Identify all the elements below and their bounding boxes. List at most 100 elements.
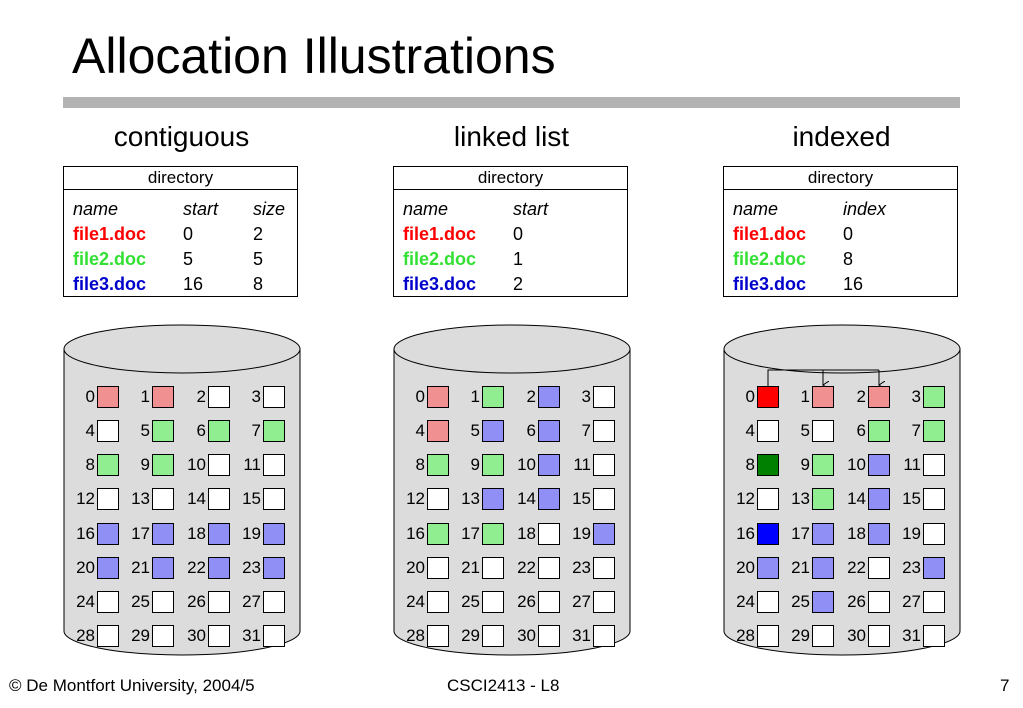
- block-number: 17: [791, 524, 810, 543]
- disk-block-empty: [208, 386, 230, 408]
- disk-block-empty: [97, 625, 119, 647]
- directory-value: 2: [513, 274, 524, 294]
- disk-block-empty: [757, 591, 779, 613]
- block-number: 12: [76, 489, 95, 508]
- disk-block-empty: [538, 625, 560, 647]
- block-number: 11: [243, 455, 261, 474]
- block-number: 24: [406, 592, 425, 611]
- disk-block-empty: [263, 386, 285, 408]
- disk-block-file3: [482, 420, 504, 442]
- disk-block-empty: [538, 591, 560, 613]
- block-number: 31: [902, 626, 921, 645]
- disk-block-empty: [208, 454, 230, 476]
- disk-block-empty: [427, 591, 449, 613]
- disk-top: [393, 324, 631, 374]
- disk-block-file3: [538, 420, 560, 442]
- block-number: 4: [85, 421, 95, 440]
- block-number: 28: [736, 626, 755, 645]
- block-number: 26: [847, 592, 866, 611]
- disk-block-file2: [263, 420, 285, 442]
- disk-block-empty: [208, 488, 230, 510]
- directory-value: 16: [843, 274, 864, 294]
- block-number: 13: [461, 489, 480, 508]
- block-number: 31: [242, 626, 261, 645]
- block-number: 12: [406, 489, 425, 508]
- disk-block-empty: [593, 591, 615, 613]
- file-name: file3.doc: [73, 274, 147, 294]
- block-number: 7: [581, 421, 591, 440]
- block-number: 30: [847, 626, 866, 645]
- block-number: 26: [517, 592, 536, 611]
- title-underline: [63, 97, 960, 108]
- block-number: 8: [745, 455, 755, 474]
- directory-value: 1: [513, 249, 524, 269]
- block-number: 25: [131, 592, 150, 611]
- disk-block-file1: [427, 420, 449, 442]
- disk-top: [63, 324, 301, 374]
- disk-block-file1: [812, 386, 834, 408]
- disk-block-empty: [427, 625, 449, 647]
- block-number: 16: [736, 524, 755, 543]
- disk-block-empty: [757, 625, 779, 647]
- block-number: 2: [196, 387, 206, 406]
- block-number: 3: [911, 387, 921, 406]
- disk-block-file3: [868, 488, 890, 510]
- block-number: 14: [517, 489, 536, 508]
- file-name: file1.doc: [733, 224, 807, 244]
- directory-title: directory: [64, 167, 297, 190]
- disk-block-file1: [97, 386, 119, 408]
- disk-block-file3: [538, 488, 560, 510]
- block-number: 7: [251, 421, 261, 440]
- block-number: 5: [140, 421, 150, 440]
- disk-block-file2: [923, 420, 945, 442]
- disk-block-empty: [482, 625, 504, 647]
- block-number: 16: [76, 524, 95, 543]
- file-name: file2.doc: [403, 249, 477, 269]
- block-number: 16: [406, 524, 425, 543]
- index-pointer-line: [767, 369, 879, 386]
- disk-block-empty: [482, 557, 504, 579]
- disk-top: [723, 324, 961, 374]
- block-number: 17: [131, 524, 150, 543]
- disk-body: [63, 348, 301, 656]
- block-number: 0: [745, 387, 755, 406]
- directory-value: 8: [843, 249, 854, 269]
- disk-block-file2: [923, 386, 945, 408]
- block-number: 9: [470, 455, 480, 474]
- disk-block-empty: [593, 488, 615, 510]
- disk-block-empty: [427, 488, 449, 510]
- block-number: 11: [903, 455, 921, 474]
- disk-block-file3: [812, 523, 834, 545]
- disk-block-empty: [812, 625, 834, 647]
- block-number: 21: [461, 558, 480, 577]
- disk-block-empty: [593, 386, 615, 408]
- block-number: 28: [406, 626, 425, 645]
- disk-block-empty: [208, 625, 230, 647]
- block-number: 23: [572, 558, 591, 577]
- column-header: size: [253, 199, 286, 219]
- disk-block-file3: [757, 557, 779, 579]
- disk-block-empty: [97, 488, 119, 510]
- block-number: 13: [131, 489, 150, 508]
- directory-value: 5: [183, 249, 194, 269]
- disk-block-file3: [263, 523, 285, 545]
- block-number: 14: [187, 489, 206, 508]
- block-number: 18: [187, 524, 206, 543]
- block-number: 3: [251, 387, 261, 406]
- block-number: 6: [526, 421, 536, 440]
- block-number: 22: [187, 558, 206, 577]
- block-number: 30: [187, 626, 206, 645]
- disk-body: [393, 348, 631, 656]
- block-number: 0: [415, 387, 425, 406]
- column-header: start: [513, 199, 549, 219]
- disk-block-empty: [923, 454, 945, 476]
- directory-title: directory: [724, 167, 957, 190]
- disk-block-file2_index: [757, 454, 779, 476]
- disk-body: [723, 348, 961, 656]
- block-number: 26: [187, 592, 206, 611]
- disk-block-empty: [263, 625, 285, 647]
